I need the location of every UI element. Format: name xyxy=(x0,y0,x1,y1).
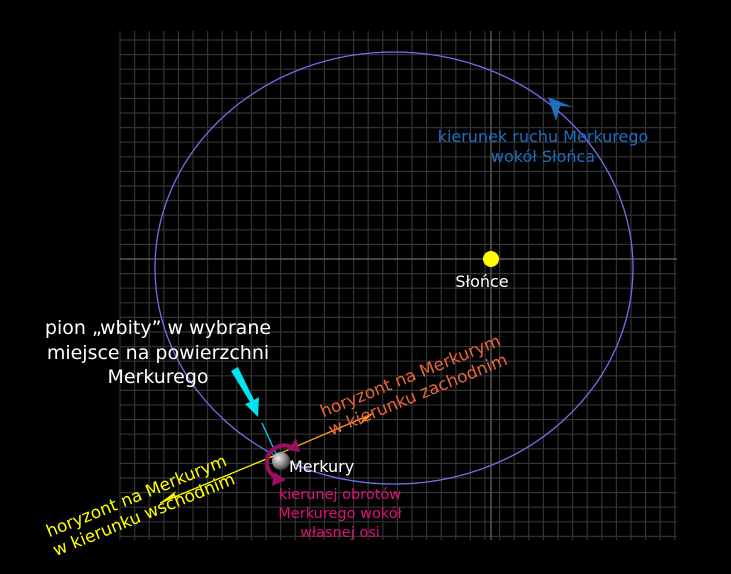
horizon-west-arrow-icon xyxy=(358,413,374,425)
sun-label: Słońce xyxy=(455,272,508,291)
sun xyxy=(483,251,499,267)
rotation-label-1: kierunej obrotów xyxy=(279,487,401,503)
mercury xyxy=(272,452,290,470)
orbit-direction-arrow-icon xyxy=(548,97,573,121)
plumb-label-3: Merkurego xyxy=(107,366,208,388)
plumb-label-1: pion „wbity” w wybrane xyxy=(45,317,271,339)
rotation-arc-tail xyxy=(288,438,300,452)
rotation-arc xyxy=(264,443,295,479)
horizon-east-arrow-icon xyxy=(160,491,180,503)
mercury-label: Merkury xyxy=(289,457,354,476)
plumb-label-2: miejsce na powierzchni xyxy=(47,342,269,364)
rotation-arrow-icon xyxy=(272,472,286,486)
mercury-orbit xyxy=(154,51,634,485)
rotation-label-2: Merkurego wokół xyxy=(278,506,402,522)
orbit-direction-label-2: wokół Słońca xyxy=(491,147,595,166)
grid xyxy=(119,31,677,540)
rotation-label-3: własnej osi xyxy=(300,525,380,541)
orbit-direction-label-1: kierunek ruchu Merkurego xyxy=(438,127,649,146)
horizon-east-line xyxy=(159,454,277,504)
plumb-arrow-icon xyxy=(231,367,259,417)
